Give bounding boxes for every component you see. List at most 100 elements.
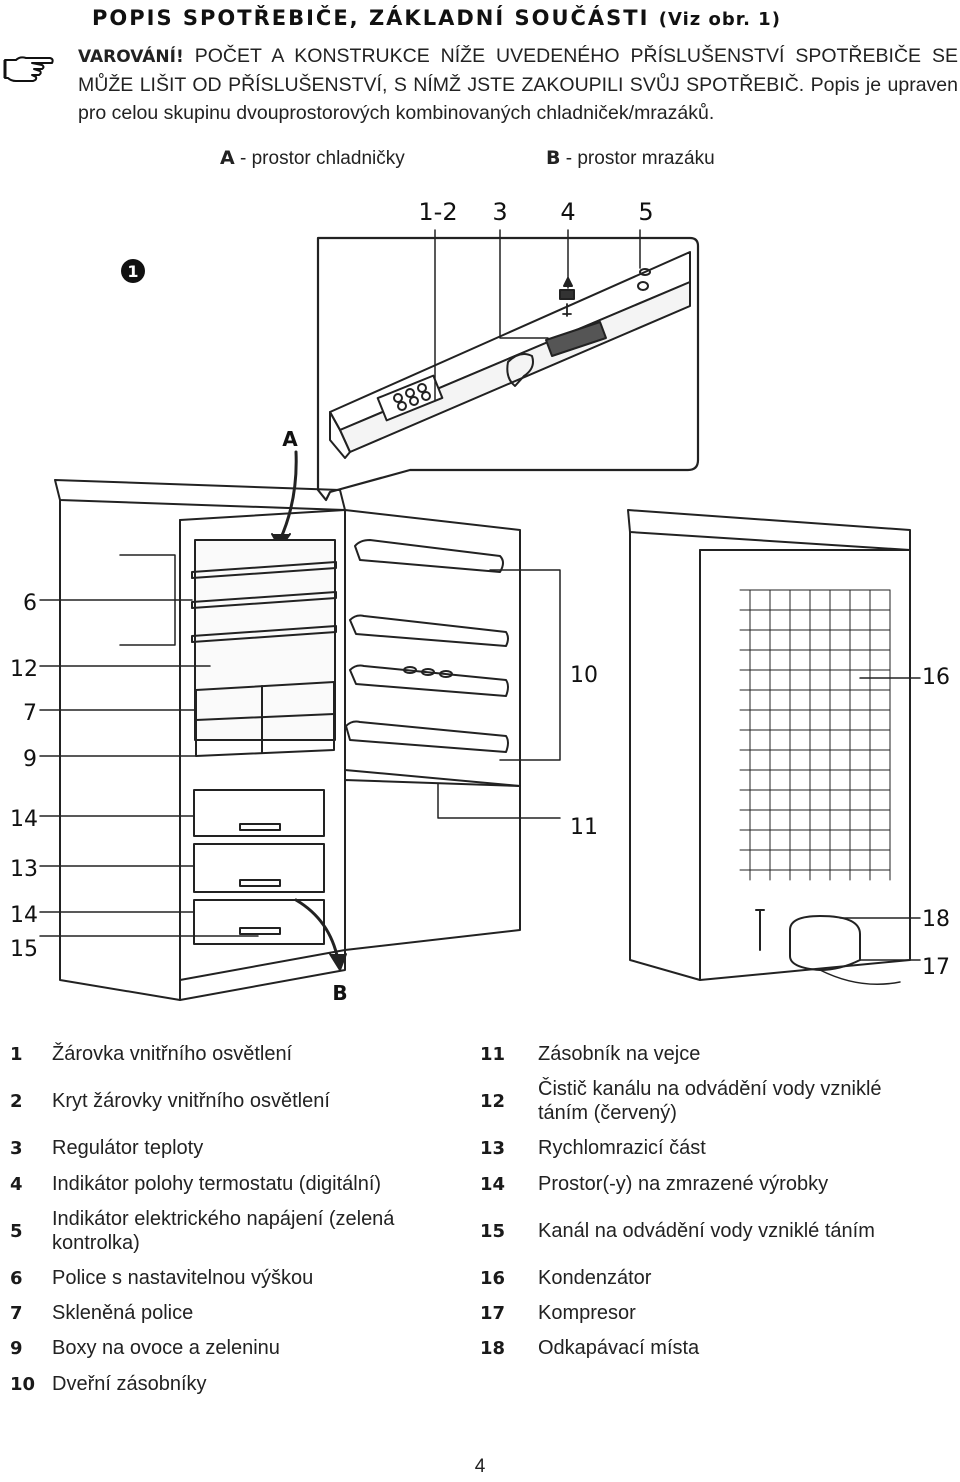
- back-fridge-top: [627, 509, 911, 551]
- control-panel-front-face: [339, 281, 691, 453]
- page-title: POPIS SPOTŘEBIČE, ZÁKLADNÍ SOUČÁSTI (Viz…: [92, 6, 781, 30]
- part-label: Žárovka vnitřního osvětlení: [52, 1043, 293, 1065]
- compartment-a-letter: A: [220, 147, 235, 169]
- part-label: Regulátor teploty: [52, 1137, 204, 1159]
- figure-number: 1: [127, 262, 138, 281]
- arrow-label-b: B: [332, 981, 347, 1005]
- callout-1-2: 1-2: [418, 198, 457, 226]
- freezer-door: [344, 779, 521, 951]
- part-number: 3: [10, 1137, 23, 1159]
- part-number: 12: [480, 1090, 506, 1112]
- fridge-side-panel: [59, 499, 181, 1001]
- part-number: 7: [10, 1302, 23, 1324]
- part-number: 14: [480, 1173, 506, 1195]
- part-number: 13: [480, 1137, 506, 1159]
- part-number: 5: [10, 1220, 23, 1242]
- part-number: 1: [10, 1043, 23, 1065]
- part-label: Indikátor polohy termostatu (digitální): [52, 1173, 382, 1195]
- parts-row: 9 Boxy na ovoce a zeleninu 18 Odkapávací m…: [0, 1330, 960, 1366]
- back-fridge-side: [629, 531, 701, 981]
- compartment-b-text: - prostor mrazáku: [560, 148, 715, 169]
- part-number: 2: [10, 1090, 23, 1112]
- callout-4: 4: [560, 198, 575, 226]
- part-label: Čistič kanálu na odvádění vody vzniklé t…: [538, 1078, 882, 1124]
- part-label: Zásobník na vejce: [538, 1043, 701, 1065]
- callout-17: 17: [922, 955, 950, 980]
- thermostat-indicator-part: [559, 289, 575, 300]
- part-label: Kompresor: [538, 1302, 636, 1324]
- part-label: Rychlomrazicí část: [538, 1137, 706, 1159]
- control-panel-end: [329, 411, 351, 459]
- pointing-hand-icon: [3, 56, 54, 82]
- fridge-door: [344, 509, 521, 787]
- warning-paragraph: VAROVÁNÍ! POČET A KONSTRUKCE NÍŽE UVEDEN…: [78, 42, 958, 127]
- title-text: POPIS SPOTŘEBIČE, ZÁKLADNÍ SOUČÁSTI: [92, 6, 650, 30]
- part-label: Prostor(-y) na zmrazené výrobky: [538, 1173, 829, 1195]
- compartment-b-legend: B - prostor mrazáku: [546, 147, 715, 170]
- callout-10: 10: [570, 663, 598, 688]
- refrigerator-diagram: 1 1-2 3 4 5 A B 6 12 7 9 14 13 14 15 10 …: [10, 198, 950, 1005]
- part-label: Skleněná police: [52, 1302, 194, 1324]
- parts-list: 1 Žárovka vnitřního osvětlení 11 Zásobník …: [0, 1036, 960, 1402]
- part-number: 17: [480, 1302, 506, 1324]
- part-label: Police s nastavitelnou výškou: [52, 1267, 314, 1289]
- callout-6: 6: [23, 591, 37, 616]
- compartment-b-letter: B: [546, 147, 561, 169]
- title-figure-ref: (Viz obr. 1): [658, 9, 781, 30]
- warning-label: VAROVÁNÍ!: [78, 47, 184, 67]
- parts-row: 6 Police s nastavitelnou výškou 16 Kondenz…: [0, 1260, 960, 1296]
- part-number: 4: [10, 1173, 23, 1195]
- callout-11: 11: [570, 815, 598, 840]
- part-number: 9: [10, 1337, 23, 1359]
- callout-14b: 14: [10, 903, 38, 928]
- shelf: [191, 591, 337, 609]
- parts-row: 3 Regulátor teploty 13 Rychlomrazicí část: [0, 1130, 960, 1166]
- part-number: 6: [10, 1267, 23, 1289]
- callout-12: 12: [10, 657, 38, 682]
- part-label: Odkapávací místa: [538, 1337, 700, 1359]
- thermostat-dial-part: [545, 321, 607, 357]
- callout-5: 5: [638, 198, 653, 226]
- shelf: [191, 561, 337, 579]
- control-panel-inset-frame: [316, 236, 700, 502]
- callout-14a: 14: [10, 807, 38, 832]
- parts-row: 1 Žárovka vnitřního osvětlení 11 Zásobník …: [0, 1036, 960, 1072]
- fridge-top-cover: [54, 479, 346, 511]
- callout-7: 7: [23, 701, 37, 726]
- page-number: 4: [474, 1456, 486, 1477]
- door-bin: [349, 614, 509, 647]
- door-bin: [345, 720, 509, 753]
- parts-row: 10 Dveřní zásobníky: [0, 1366, 960, 1402]
- part-number: 18: [480, 1337, 506, 1359]
- part-label: Kanál na odvádění vody vzniklé táním: [538, 1220, 875, 1242]
- part-number: 11: [480, 1043, 506, 1065]
- callout-9: 9: [23, 747, 37, 772]
- door-bin: [354, 539, 504, 573]
- egg-tray: [349, 664, 509, 697]
- freezer-drawer: [193, 789, 325, 837]
- warning-caps-text: POČET A KONSTRUKCE NÍŽE UVEDENÉHO PŘÍSLU…: [78, 45, 959, 96]
- compartment-a-text: - prostor chladničky: [234, 148, 405, 169]
- callout-18: 18: [922, 907, 950, 932]
- parts-row: 7 Skleněná police 17 Kompresor: [0, 1296, 960, 1330]
- part-label: Boxy na ovoce a zeleninu: [52, 1337, 280, 1359]
- warning-text: Popis je upraven pro celou skupinu dvoup…: [78, 74, 958, 124]
- callout-15: 15: [10, 937, 38, 962]
- figure-number-badge: [121, 259, 145, 283]
- arrow-label-a: A: [282, 427, 298, 451]
- parts-row: 4 Indikátor polohy termostatu (digitální)…: [0, 1166, 960, 1202]
- compartment-a-legend: A - prostor chladničky: [220, 147, 405, 170]
- condenser-grid: [739, 589, 891, 881]
- callout-3: 3: [492, 198, 507, 226]
- callout-13: 13: [10, 857, 38, 882]
- part-number: 15: [480, 1220, 506, 1242]
- callout-16: 16: [922, 665, 950, 690]
- freezer-drawer: [193, 843, 325, 893]
- part-label: Kryt žárovky vnitřního osvětlení: [52, 1090, 330, 1112]
- power-indicator-part: [639, 268, 651, 276]
- part-number: 16: [480, 1267, 506, 1289]
- part-number: 10: [10, 1373, 36, 1395]
- part-label: Kondenzátor: [538, 1267, 652, 1289]
- part-label: Dveřní zásobníky: [52, 1373, 207, 1395]
